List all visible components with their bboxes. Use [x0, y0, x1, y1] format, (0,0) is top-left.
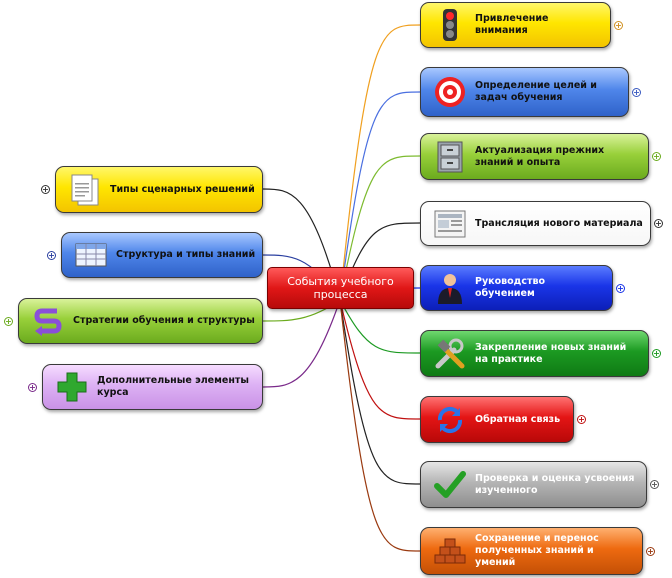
topic-learning-strategies[interactable]: Стратегии обучения и структуры [18, 298, 263, 344]
topic-knowledge-structure[interactable]: Структура и типы знаний [61, 232, 263, 278]
connector-left-3 [262, 299, 341, 388]
expand-toggle[interactable]: + [4, 317, 13, 326]
topic-label: Стратегии обучения и структуры [73, 315, 255, 326]
connector-right-5 [339, 299, 421, 354]
connector-right-6 [339, 299, 421, 420]
file-cabinet-icon [433, 140, 467, 174]
topic-practice[interactable]: Закрепление новых знаний на практике [420, 330, 649, 377]
topic-additional-elements[interactable]: Дополнительные элементы курса [42, 364, 263, 410]
expand-toggle[interactable]: + [28, 383, 37, 392]
expand-toggle[interactable]: + [632, 88, 641, 97]
topic-label: Структура и типы знаний [116, 249, 256, 260]
tools-icon [433, 337, 467, 371]
s-arrow-icon [31, 304, 65, 338]
topic-label: Определение целей и задач обучения [475, 80, 597, 103]
topic-translate-new-material[interactable]: Трансляция нового материала [420, 201, 651, 246]
expand-toggle[interactable]: + [646, 547, 655, 556]
expand-toggle[interactable]: + [47, 251, 56, 260]
connector-right-7 [339, 299, 421, 485]
topic-scenario-types[interactable]: Типы сценарных решений [55, 166, 263, 213]
central-topic[interactable]: События учебного процесса [267, 267, 414, 309]
topic-label: Типы сценарных решений [110, 183, 255, 195]
topic-guide-learning[interactable]: Руководство обучением [420, 265, 613, 311]
expand-toggle[interactable]: + [41, 185, 50, 194]
connector-right-0 [339, 24, 421, 301]
topic-label: Обратная связь [475, 413, 561, 425]
check-icon [433, 468, 467, 502]
connector-right-8 [339, 299, 421, 552]
topic-feedback[interactable]: Обратная связь [420, 396, 574, 443]
topic-label: Проверка и оценка усвоения изученного [475, 472, 635, 496]
expand-toggle[interactable]: + [616, 284, 625, 293]
topic-label: Привлечение внимания [475, 13, 549, 36]
topic-label: Актуализация прежних знаний и опыта [475, 144, 605, 168]
central-topic-label: События учебного процесса [287, 275, 394, 301]
topic-label: Сохранение и перенос полученных знаний и… [475, 533, 599, 568]
documents-icon [68, 173, 102, 207]
topic-label: Закрепление новых знаний на практике [475, 341, 627, 365]
expand-toggle[interactable]: + [654, 219, 663, 228]
traffic-light-icon [433, 8, 467, 42]
connector-right-2 [339, 155, 421, 301]
topic-retention-transfer[interactable]: Сохранение и перенос полученных знаний и… [420, 527, 643, 575]
document-icon [433, 207, 467, 241]
expand-toggle[interactable]: + [652, 349, 661, 358]
topic-label: Дополнительные элементы курса [97, 375, 249, 398]
topic-define-goals[interactable]: Определение целей и задач обучения [420, 67, 629, 117]
plus-cross-icon [55, 370, 89, 404]
table-icon [74, 238, 108, 272]
person-icon [433, 271, 467, 305]
topic-label: Трансляция нового материала [475, 217, 643, 229]
connector-left-0 [262, 188, 341, 301]
topic-label: Руководство обучением [475, 276, 546, 299]
connector-right-1 [339, 91, 421, 301]
expand-toggle[interactable]: + [652, 152, 661, 161]
topic-attract-attention[interactable]: Привлечение внимания [420, 2, 611, 48]
expand-toggle[interactable]: + [650, 480, 659, 489]
refresh-arrows-icon [433, 403, 467, 437]
expand-toggle[interactable]: + [577, 415, 586, 424]
topic-assessment[interactable]: Проверка и оценка усвоения изученного [420, 461, 647, 508]
target-icon [433, 75, 467, 109]
bricks-icon [433, 534, 467, 568]
topic-actualize-knowledge[interactable]: Актуализация прежних знаний и опыта [420, 133, 649, 180]
expand-toggle[interactable]: + [614, 21, 623, 30]
